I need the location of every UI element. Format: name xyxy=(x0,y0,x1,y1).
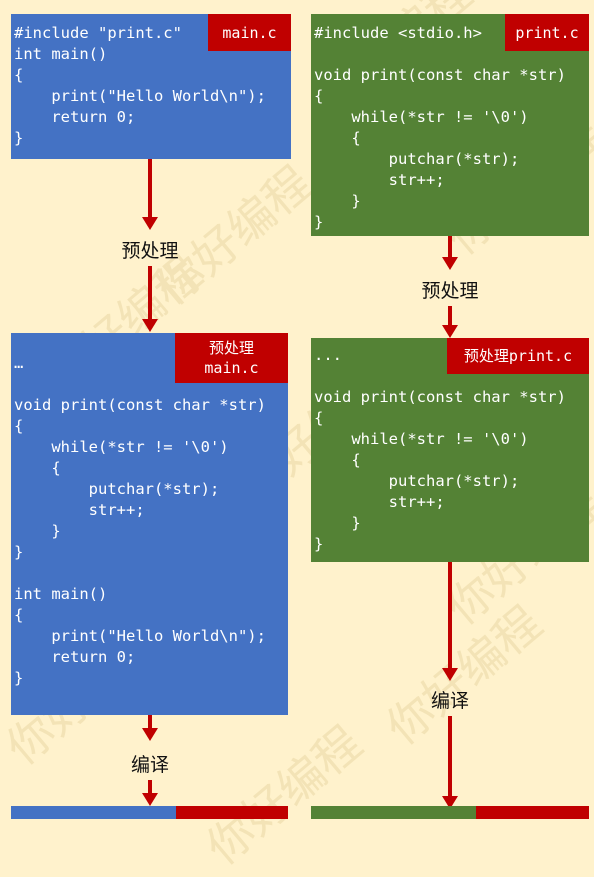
preprocessed-print-c-tag: 预处理print.c xyxy=(447,338,589,374)
main-c-file-tag: main.c xyxy=(208,14,291,51)
main-c-code: #include "print.c" int main() { print("H… xyxy=(14,24,266,147)
watermark: 你好编程 xyxy=(146,155,322,316)
preprocess-label-left: 预处理 xyxy=(121,240,179,262)
preprocessed-main-c-tag: 预处理 main.c xyxy=(175,333,288,383)
print-c-code: #include <stdio.h> void print(const char… xyxy=(314,24,566,231)
print-c-source-box: #include <stdio.h> void print(const char… xyxy=(311,14,589,236)
compiled-main-box xyxy=(11,806,176,819)
main-c-source-box: #include "print.c" int main() { print("H… xyxy=(11,14,291,159)
compile-label-right: 编译 xyxy=(430,690,470,712)
watermark: 你好编程 xyxy=(376,595,552,756)
preprocess-label-right: 预处理 xyxy=(421,280,479,302)
compile-label-left: 编译 xyxy=(130,754,170,776)
preprocessed-main-c-box: … void print(const char *str) { while(*s… xyxy=(11,333,288,715)
preprocessed-main-c-code: … void print(const char *str) { while(*s… xyxy=(14,354,266,687)
compiled-print-box xyxy=(311,806,476,819)
print-c-file-tag: print.c xyxy=(505,14,589,51)
compiled-print-tag xyxy=(476,806,589,819)
preprocessed-print-c-code: ... void print(const char *str) { while(… xyxy=(314,346,566,553)
compiled-main-tag xyxy=(176,806,288,819)
watermark: 你好编程 xyxy=(196,715,372,876)
preprocessed-print-c-box: ... void print(const char *str) { while(… xyxy=(311,338,589,562)
